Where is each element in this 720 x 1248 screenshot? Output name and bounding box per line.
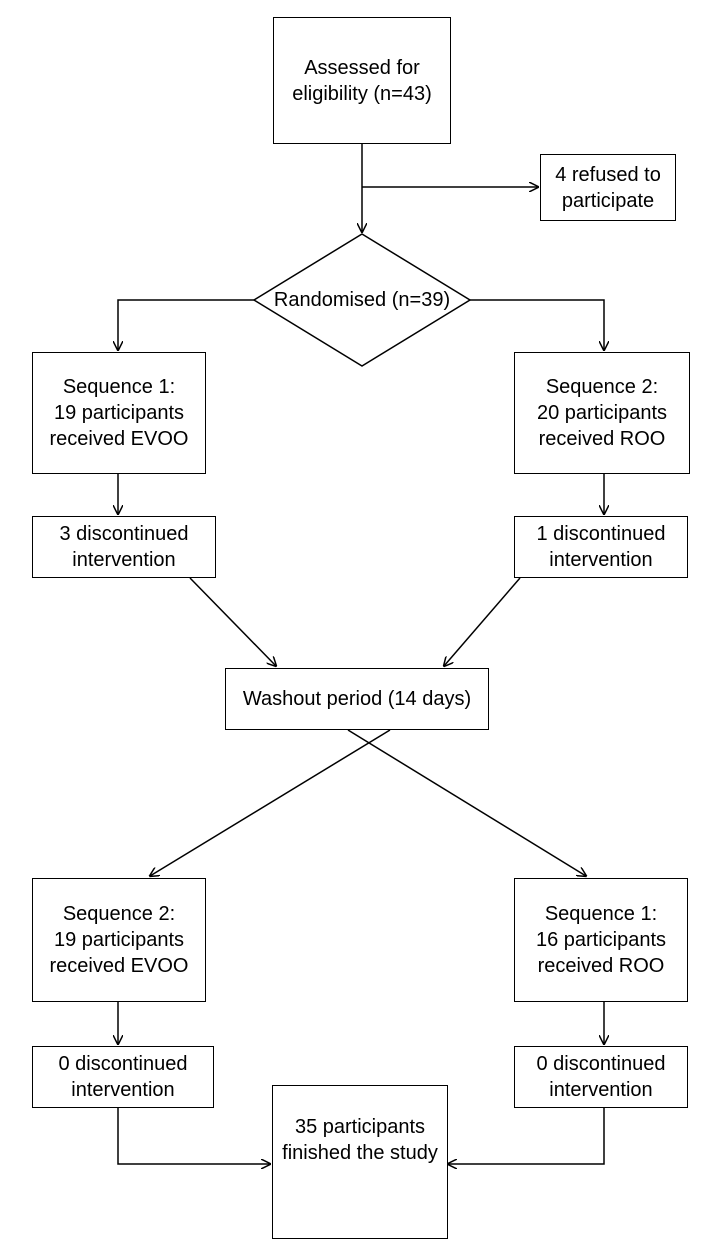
disc-right-second-text: 0 discontinued intervention: [536, 1053, 666, 1101]
washout-text: Washout period (14 days): [242, 688, 472, 710]
refused-box: 4 refused to participate: [540, 154, 676, 221]
arrow-disc-left-to-washout: [189, 577, 276, 666]
arrow-washout-to-seq1-second: [347, 729, 586, 876]
seq1-first-box: Sequence 1: 19 participants received EVO…: [32, 352, 206, 474]
seq1-first-text: Sequence 1: 19 participants received EVO…: [49, 376, 189, 450]
randomised-label: Randomised (n=39): [273, 289, 451, 311]
disc-left-first-text: 3 discontinued intervention: [59, 523, 189, 571]
seq2-first-box: Sequence 2: 20 participants received ROO: [514, 352, 690, 474]
arrow-washout-to-seq2-second: [150, 729, 391, 876]
finished-box: 35 participants finished the study: [272, 1085, 448, 1239]
finished-text: 35 participants finished the study: [282, 1116, 438, 1164]
disc-left-second-box: 0 discontinued intervention: [32, 1046, 214, 1108]
arrow-disc-left-to-finished: [117, 1108, 270, 1164]
arrow-randomised-to-seq2: [470, 299, 604, 350]
assessed-text: Assessed for eligibility (n=43): [292, 56, 432, 105]
seq2-second-text: Sequence 2: 19 participants received EVO…: [49, 903, 189, 977]
disc-left-first-box: 3 discontinued intervention: [32, 516, 216, 578]
disc-right-first-box: 1 discontinued intervention: [514, 516, 688, 578]
arrow-disc-right-to-washout: [444, 577, 521, 666]
seq2-first-text: Sequence 2: 20 participants received ROO: [536, 376, 668, 450]
arrow-randomised-to-seq1: [118, 299, 254, 350]
arrow-disc-right-to-finished: [448, 1108, 605, 1164]
refused-text: 4 refused to participate: [555, 163, 661, 212]
randomised-diamond: [252, 233, 472, 367]
washout-box: Washout period (14 days): [225, 668, 489, 730]
seq1-second-box: Sequence 1: 16 participants received ROO: [514, 878, 688, 1002]
disc-left-second-text: 0 discontinued intervention: [58, 1053, 188, 1101]
disc-right-first-text: 1 discontinued intervention: [536, 523, 666, 571]
assessed-box: Assessed for eligibility (n=43): [273, 17, 451, 144]
seq2-second-box: Sequence 2: 19 participants received EVO…: [32, 878, 206, 1002]
seq1-second-text: Sequence 1: 16 participants received ROO: [535, 903, 667, 977]
disc-right-second-box: 0 discontinued intervention: [514, 1046, 688, 1108]
